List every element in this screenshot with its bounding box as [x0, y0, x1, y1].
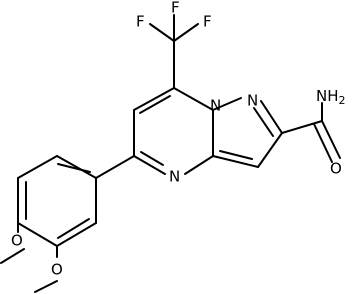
bond-benzene-5-6-double [57, 218, 90, 239]
bond-methoxy-upper-o-me [0, 248, 25, 264]
bond-ring-c5-n4-double [140, 151, 164, 166]
bond-pyrazole-c3-c3a-double [219, 150, 253, 160]
bond-lines [0, 14, 341, 293]
amide-oxygen-label: O [330, 160, 342, 178]
bond-ring-c7-c6-double [139, 95, 171, 114]
amide-nitrogen-text: NH [316, 87, 339, 105]
bond-benzene-4-5 [17, 222, 58, 247]
bond-ring-c7-n7a [173, 87, 214, 111]
bond-ring-n4-c3a [184, 155, 214, 175]
bond-amide-c2-carbonyl [281, 120, 323, 134]
bond-benzene-1-2 [56, 155, 97, 179]
bond-cf3-f-left [149, 23, 175, 42]
bond-amide-carbonyl-o [321, 120, 341, 159]
amide-nitrogen-subscript: 2 [339, 94, 346, 107]
fluorine-label-right: F [203, 13, 212, 31]
bond-benzene-1-2-double [57, 163, 91, 173]
bond-ring-c7-c6 [133, 87, 175, 111]
bond-cf3-f-right [173, 23, 199, 42]
bond-methoxy-lower-o-me [34, 280, 58, 293]
bond-pyrazole-n7a-n1 [212, 97, 242, 111]
fluorine-label-top: F [171, 0, 180, 17]
bond-benzene-2-3 [17, 155, 58, 179]
nitrogen-label-ring-top: N [210, 97, 221, 115]
bond-ring-c5-n4 [133, 155, 166, 175]
bond-pyrazole-n1-c2-double [253, 107, 274, 137]
bond-pyrazole-c3-c3a [212, 155, 259, 168]
fluorine-label-left: F [136, 13, 145, 31]
methoxy-oxygen-label-lower: O [51, 261, 63, 279]
bond-amide-carbonyl-o-double [313, 123, 333, 163]
nitrogen-label-ring-lower: N [169, 168, 180, 186]
nitrogen-label-ring-middle: N [247, 92, 258, 110]
bond-pyrazole-n1-c2 [260, 100, 283, 134]
bond-ring-to-aryl [95, 155, 135, 179]
amide-nitrogen-label: NH2 [316, 87, 346, 108]
atom-labels: F F F N N N NH2 O O O [11, 0, 346, 279]
bond-pyrazole-c2-c3 [257, 132, 283, 168]
methoxy-oxygen-label-upper: O [11, 232, 23, 250]
bond-benzene-5-6 [56, 222, 97, 247]
